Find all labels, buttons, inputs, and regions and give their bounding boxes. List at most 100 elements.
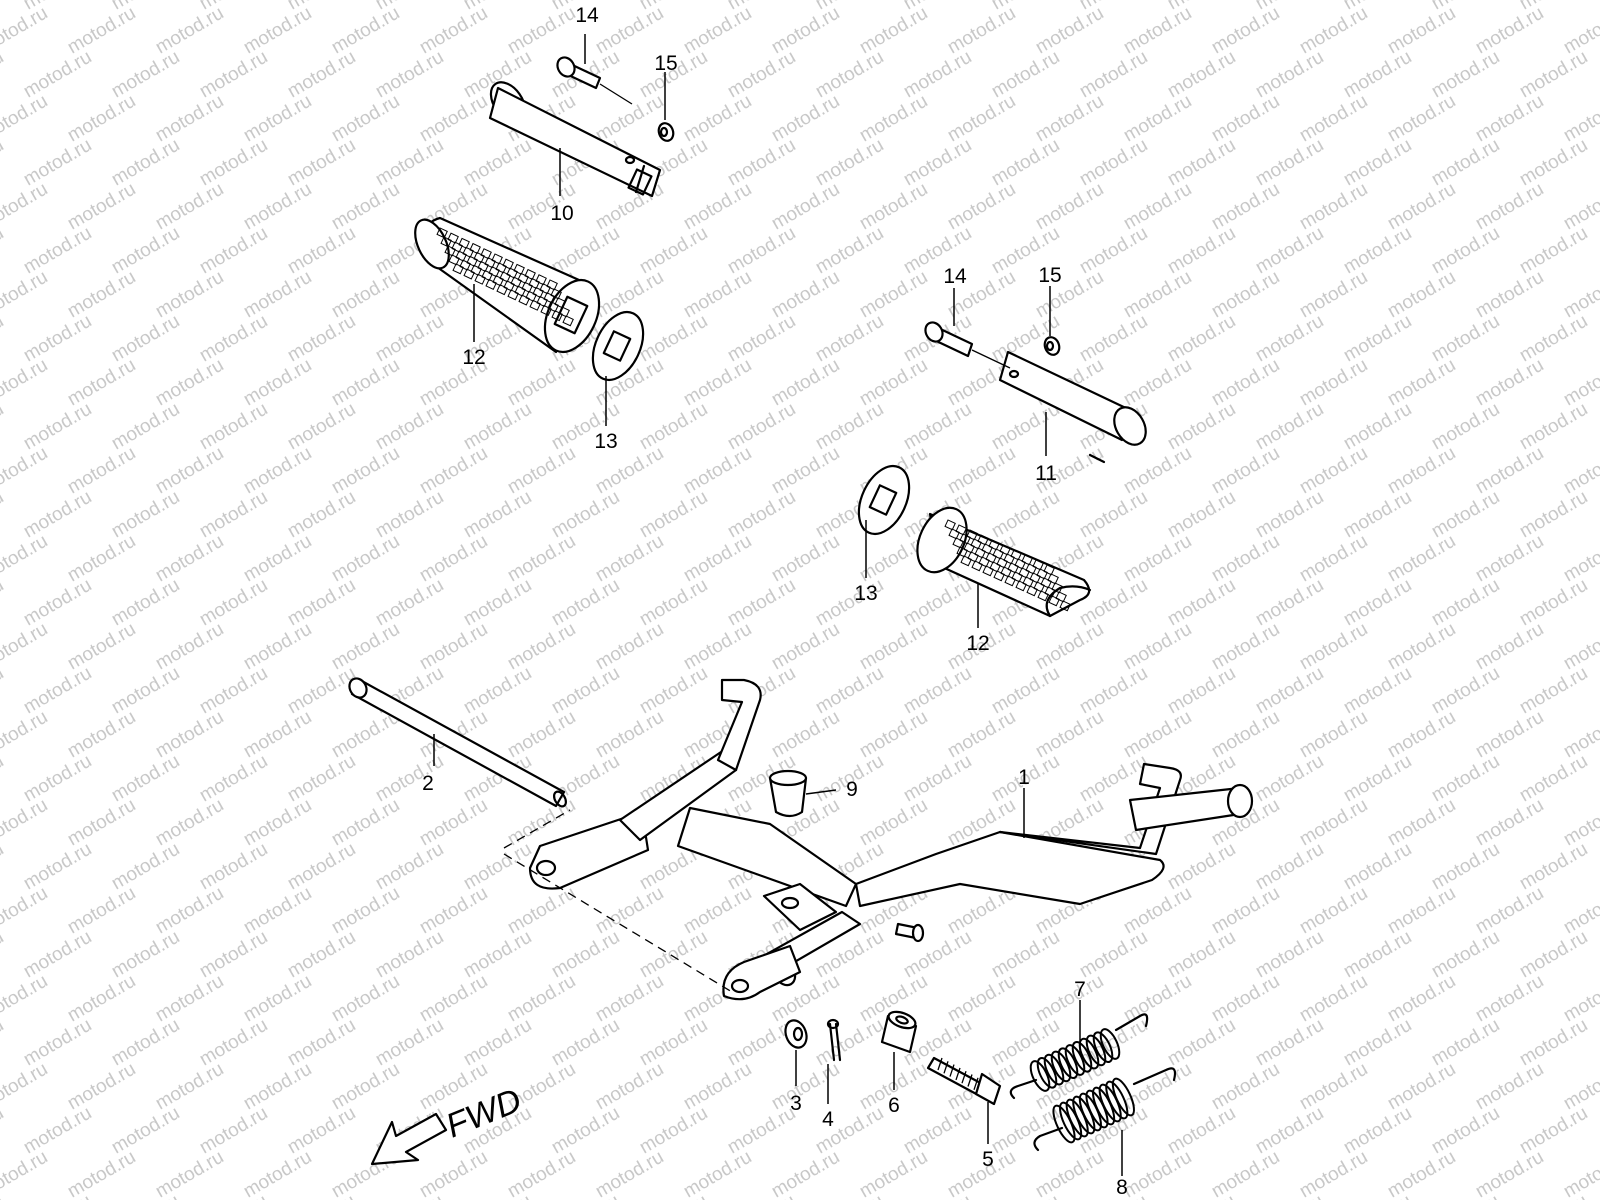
watermark-text: motod.ru	[1384, 531, 1459, 587]
watermark-text: motod.ru	[196, 839, 271, 895]
watermark-text: motod.ru	[0, 311, 7, 367]
watermark-text: motod.ru	[1076, 927, 1151, 983]
watermark-text: motod.ru	[0, 927, 7, 983]
watermark-text: motod.ru	[0, 1015, 7, 1071]
watermark-text: motod.ru	[284, 575, 359, 631]
watermark-text: motod.ru	[680, 531, 755, 587]
watermark-text: motod.ru	[152, 1059, 227, 1115]
clip-15-left	[657, 122, 675, 142]
watermark-text: motod.ru	[1120, 3, 1195, 59]
watermark-text: motod.ru	[1296, 531, 1371, 587]
watermark-text: motod.ru	[372, 751, 447, 807]
watermark-text: motod.ru	[284, 487, 359, 543]
watermark-text: motod.ru	[328, 179, 403, 235]
watermark-text: motod.ru	[1296, 91, 1371, 147]
watermark-text: motod.ru	[988, 663, 1063, 719]
footpeg-bracket-right	[998, 350, 1147, 464]
watermark-text: motod.ru	[944, 971, 1019, 1027]
rubber-footpeg-left	[414, 216, 601, 354]
watermark-text: motod.ru	[0, 1059, 51, 1115]
watermark-text: motod.ru	[724, 311, 799, 367]
watermark-text: motod.ru	[1516, 927, 1591, 983]
watermark-text: motod.ru	[1208, 267, 1283, 323]
callout-labels: 14 15 10 12 13 14 15 11 13 12 2 9 1 7 3 …	[422, 4, 1128, 1199]
watermark-text: motod.ru	[1032, 619, 1107, 675]
watermark-text: motod.ru	[724, 47, 799, 103]
watermark-text: motod.ru	[64, 795, 139, 851]
watermark-text: motod.ru	[460, 575, 535, 631]
watermark-text: motod.ru	[284, 135, 359, 191]
watermark-text: motod.ru	[636, 311, 711, 367]
watermark-text: motod.ru	[812, 1015, 887, 1071]
watermark-text: motod.ru	[64, 531, 139, 587]
watermark-text: motod.ru	[504, 1147, 579, 1200]
watermark-text: motod.ru	[680, 1059, 755, 1115]
watermark-text: motod.ru	[944, 91, 1019, 147]
watermark-text: motod.ru	[1164, 223, 1239, 279]
watermark-text: motod.ru	[636, 663, 711, 719]
watermark-text: motod.ru	[1252, 311, 1327, 367]
watermark-text: motod.ru	[1472, 91, 1547, 147]
watermark-text: motod.ru	[988, 311, 1063, 367]
watermark-text: motod.ru	[108, 1191, 183, 1200]
watermark-text: motod.ru	[856, 267, 931, 323]
watermark-text: motod.ru	[900, 575, 975, 631]
watermark-text: motod.ru	[988, 1191, 1063, 1200]
watermark-text: motod.ru	[1208, 531, 1283, 587]
watermark-text: motod.ru	[1384, 355, 1459, 411]
callout-4: 4	[822, 1108, 834, 1131]
watermark-text: motod.ru	[20, 927, 95, 983]
watermark-text: motod.ru	[108, 839, 183, 895]
watermark-text: motod.ru	[1120, 883, 1195, 939]
watermark-text: motod.ru	[1252, 487, 1327, 543]
callout-15: 15	[654, 52, 677, 75]
watermark-text: motod.ru	[372, 927, 447, 983]
bolt-5	[926, 1056, 1002, 1106]
watermark-text: motod.ru	[1384, 619, 1459, 675]
watermark-text: motod.ru	[240, 3, 315, 59]
watermark-text: motod.ru	[0, 707, 51, 763]
watermark-text: motod.ru	[1208, 3, 1283, 59]
watermark-text: motod.ru	[768, 1059, 843, 1115]
watermark-text: motod.ru	[1208, 1059, 1283, 1115]
watermark-text: motod.ru	[724, 487, 799, 543]
watermark-text: motod.ru	[856, 795, 931, 851]
watermark-text: motod.ru	[1252, 135, 1327, 191]
watermark-text: motod.ru	[504, 3, 579, 59]
watermark-text: motod.ru	[416, 795, 491, 851]
watermark-text: motod.ru	[1296, 971, 1371, 1027]
watermark-text: motod.ru	[1516, 223, 1591, 279]
watermark-text: motod.ru	[152, 179, 227, 235]
callout-13: 13	[854, 582, 877, 605]
watermark-text: motod.ru	[1340, 223, 1415, 279]
watermark-text: motod.ru	[1340, 1103, 1415, 1159]
alignment-dashes	[503, 809, 733, 993]
watermark-text: motod.ru	[1120, 1147, 1195, 1200]
watermark-text: motod.ru	[1032, 1147, 1107, 1200]
watermark-text: motod.ru	[328, 355, 403, 411]
watermark-text: motod.ru	[1428, 1191, 1503, 1200]
watermark-text: motod.ru	[504, 619, 579, 675]
watermark-text: motod.ru	[1472, 1147, 1547, 1200]
watermark-text: motod.ru	[416, 1147, 491, 1200]
watermark-text: motod.ru	[460, 927, 535, 983]
watermark-text: motod.ru	[1120, 971, 1195, 1027]
watermark-text: motod.ru	[196, 663, 271, 719]
watermark-text: motod.ru	[152, 267, 227, 323]
watermark-text: motod.ru	[1120, 1059, 1195, 1115]
watermark-text: motod.ru	[768, 179, 843, 235]
watermark-text: motod.ru	[856, 1147, 931, 1200]
spring-7	[1009, 1013, 1149, 1100]
watermark-text: motod.ru	[20, 663, 95, 719]
watermark-text: motod.ru	[64, 971, 139, 1027]
watermark-text: motod.ru	[64, 267, 139, 323]
watermark-text: motod.ru	[1208, 971, 1283, 1027]
watermark-text: motod.ru	[1120, 531, 1195, 587]
watermark-text: motod.ru	[1340, 751, 1415, 807]
watermark-text: motod.ru	[1164, 927, 1239, 983]
watermark-text: motod.ru	[108, 311, 183, 367]
watermark-text: motod.ru	[1428, 927, 1503, 983]
watermark-text: motod.ru	[196, 487, 271, 543]
watermark-text: motod.ru	[20, 487, 95, 543]
